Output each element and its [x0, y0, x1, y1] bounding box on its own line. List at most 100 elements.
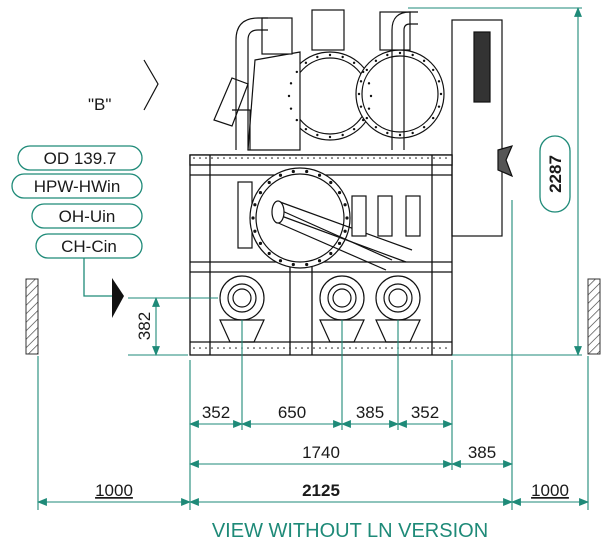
bolt-dot [304, 127, 308, 131]
frame-dot [433, 157, 435, 159]
frame-dot [241, 157, 243, 159]
dim-span-385: 385 [468, 443, 496, 462]
dim-width-total: 2125 [302, 481, 340, 500]
frame-dot [235, 347, 237, 349]
frame-dot [367, 157, 369, 159]
frame-dot [373, 347, 375, 349]
frame-dot [391, 347, 393, 349]
frame-dot [439, 347, 441, 349]
frame-dot [235, 157, 237, 159]
bolt-dot [289, 107, 293, 110]
bolt-dot [398, 133, 402, 137]
frame-dot [373, 157, 375, 159]
callout-hpw: HPW-HWin [34, 177, 121, 196]
callout-od: OD 139.7 [44, 149, 117, 168]
compressors [213, 9, 445, 151]
bolt-dot [316, 133, 319, 137]
frame-dot [199, 347, 201, 349]
bolt-dot [337, 190, 342, 195]
bolt-dot [361, 70, 365, 74]
frame-dot [355, 347, 357, 349]
dim-clear-right: 1000 [531, 481, 569, 500]
bolt-dot [341, 55, 344, 59]
bolt-dot [329, 251, 333, 256]
bolt-dot [431, 68, 435, 72]
bolt-dot [439, 92, 443, 96]
frame-dot [421, 157, 423, 159]
frame-dot [331, 157, 333, 159]
bolt-dot [361, 118, 365, 122]
frame-dot [277, 347, 279, 349]
frame-dot [259, 347, 261, 349]
frame-dot [433, 347, 435, 349]
bolt-dot [357, 92, 361, 96]
frame-dot [193, 157, 195, 159]
bolt-dot [329, 180, 333, 185]
frame-dot [355, 157, 357, 159]
bolt-dot [422, 125, 426, 129]
frame-dot [361, 347, 363, 349]
frame-dot [289, 157, 291, 159]
bolt-dot [328, 53, 332, 57]
frame-dot [283, 157, 285, 159]
frame-dot [211, 347, 213, 349]
frame-dot [289, 347, 291, 349]
frame-dot [379, 157, 381, 159]
frame-dot [445, 347, 447, 349]
frame-dot [343, 347, 345, 349]
frame-dot [301, 347, 303, 349]
bolt-dot [365, 116, 369, 120]
flange-bolts [251, 169, 349, 267]
frame-dot [217, 157, 219, 159]
frame-dot [253, 347, 255, 349]
bolt-dot [343, 229, 347, 233]
frame-dot [295, 347, 297, 349]
bolt-dot [386, 53, 389, 57]
diagonal-pipes [271, 195, 421, 271]
bolt-dot [291, 262, 295, 267]
frame-dot [271, 347, 273, 349]
frame-dot [403, 347, 405, 349]
dim-seg-352a: 352 [202, 403, 230, 422]
frame-dot [421, 347, 423, 349]
bolt-dot [352, 127, 356, 131]
dim-clear-left: 1000 [95, 481, 133, 500]
bolt-dot [431, 116, 435, 120]
water-nozzles [219, 275, 421, 343]
frame-dot [427, 347, 429, 349]
bolt-dot [367, 107, 371, 110]
compressor-bolts [287, 51, 443, 139]
frame-dot [397, 157, 399, 159]
frame-dot [307, 157, 309, 159]
right-wall [587, 278, 601, 355]
frame-dot [193, 347, 195, 349]
bolt-dot [316, 55, 319, 59]
bolt-dot [374, 125, 378, 129]
bolt-dot [267, 251, 271, 256]
bolt-dot [258, 241, 263, 246]
frame-dot [205, 157, 207, 159]
discharge-pipes [235, 11, 418, 150]
bolt-dot [365, 68, 369, 72]
bolt-dot [367, 82, 371, 85]
bolt-dot [328, 135, 332, 139]
bolt-dot [343, 203, 347, 207]
view-caption: VIEW WITHOUT LN VERSION [212, 520, 488, 542]
bolt-dot [289, 82, 293, 85]
dim-seg-650: 650 [278, 403, 306, 422]
frame-dot [223, 157, 225, 159]
frame-dot [247, 157, 249, 159]
view-label: "B" [88, 95, 111, 114]
dim-height-inlet: 382 [135, 312, 154, 340]
frame-dot [337, 157, 339, 159]
frame-dot [325, 157, 327, 159]
dim-span-1740: 1740 [302, 443, 340, 462]
bolt-dot [278, 173, 283, 177]
bolt-dot [305, 262, 309, 267]
bolt-dot [359, 105, 363, 108]
dim-seg-352b: 352 [411, 403, 439, 422]
frame-dot [439, 157, 441, 159]
bolt-dot [258, 190, 263, 195]
frame-dot [307, 347, 309, 349]
